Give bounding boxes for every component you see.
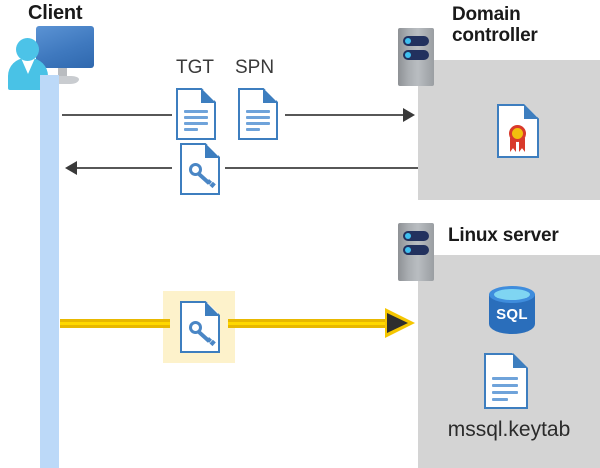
- request-flow-line-left: [62, 114, 172, 116]
- domain-controller-title-line1: Domain: [452, 4, 521, 25]
- document-fold-shape: [524, 104, 539, 119]
- rack-bay-icon: [403, 36, 429, 46]
- tgt-document-icon: [176, 88, 216, 140]
- spn-document-icon: [238, 88, 278, 140]
- response-flow-line-right: [225, 167, 418, 169]
- rack-led-icon: [405, 52, 411, 58]
- certificate-ribbon-right-icon: [519, 138, 525, 152]
- document-text-line: [184, 116, 208, 119]
- certificate-document-icon: [497, 104, 539, 158]
- spn-label: SPN: [235, 57, 275, 78]
- session-key-document-icon: [180, 143, 220, 195]
- document-page-shape: [176, 88, 216, 140]
- document-text-line: [246, 110, 270, 113]
- document-text-line: [246, 122, 270, 125]
- document-text-line: [184, 110, 208, 113]
- document-text-line: [246, 116, 270, 119]
- monitor-base-icon: [46, 76, 79, 84]
- linux-server-rack-icon: [398, 223, 434, 281]
- rack-bay-icon: [403, 50, 429, 60]
- keytab-document-icon: [484, 353, 528, 409]
- authenticate-flow-line-right-core: [228, 322, 393, 325]
- monitor-screen-icon: [36, 26, 94, 68]
- sql-badge-label: SQL: [496, 306, 528, 323]
- person-head-icon: [16, 38, 39, 61]
- rack-led-icon: [405, 247, 411, 253]
- document-fold-shape: [513, 353, 528, 368]
- monitor-neck-icon: [58, 68, 67, 78]
- keytab-filename-label: mssql.keytab: [447, 418, 571, 441]
- domain-controller-rack-icon: [398, 28, 434, 86]
- database-top-shape: [489, 286, 535, 303]
- rack-bay-icon: [403, 231, 429, 241]
- request-flow-line-right: [285, 114, 403, 116]
- rack-bay-icon: [403, 245, 429, 255]
- tgt-label: TGT: [176, 57, 214, 78]
- document-text-line: [492, 384, 518, 387]
- key-ring-shape: [189, 163, 202, 176]
- authenticate-flow-arrowhead: [387, 313, 408, 333]
- document-text-line: [184, 122, 208, 125]
- document-fold-shape: [201, 88, 216, 103]
- document-text-line: [246, 128, 260, 131]
- client-title: Client: [28, 2, 83, 24]
- document-text-line: [492, 391, 518, 394]
- linux-server-title: Linux server: [448, 225, 559, 246]
- authenticate-flow-line-left-core: [60, 322, 170, 325]
- rack-led-icon: [405, 38, 411, 44]
- document-text-line: [492, 398, 508, 401]
- request-flow-arrowhead: [403, 108, 415, 122]
- document-fold-shape: [263, 88, 278, 103]
- response-flow-line-left: [77, 167, 172, 169]
- document-text-line: [184, 128, 198, 131]
- document-fold-shape: [205, 143, 220, 158]
- domain-controller-title-line2: controller: [452, 25, 538, 47]
- domain-controller-title: Domain controller: [452, 4, 592, 47]
- document-fold-shape: [205, 301, 220, 316]
- rack-led-icon: [405, 233, 411, 239]
- client-lifeline: [40, 75, 59, 468]
- certificate-ribbon-left-icon: [510, 138, 516, 152]
- document-page-shape: [238, 88, 278, 140]
- database-top-inner-shape: [494, 289, 530, 300]
- key-ring-shape: [189, 321, 202, 334]
- response-flow-arrowhead: [65, 161, 77, 175]
- service-ticket-document-icon: [180, 301, 220, 353]
- certificate-medal-icon: [509, 125, 526, 142]
- document-text-line: [492, 377, 518, 380]
- sql-database-icon: SQL: [489, 286, 535, 340]
